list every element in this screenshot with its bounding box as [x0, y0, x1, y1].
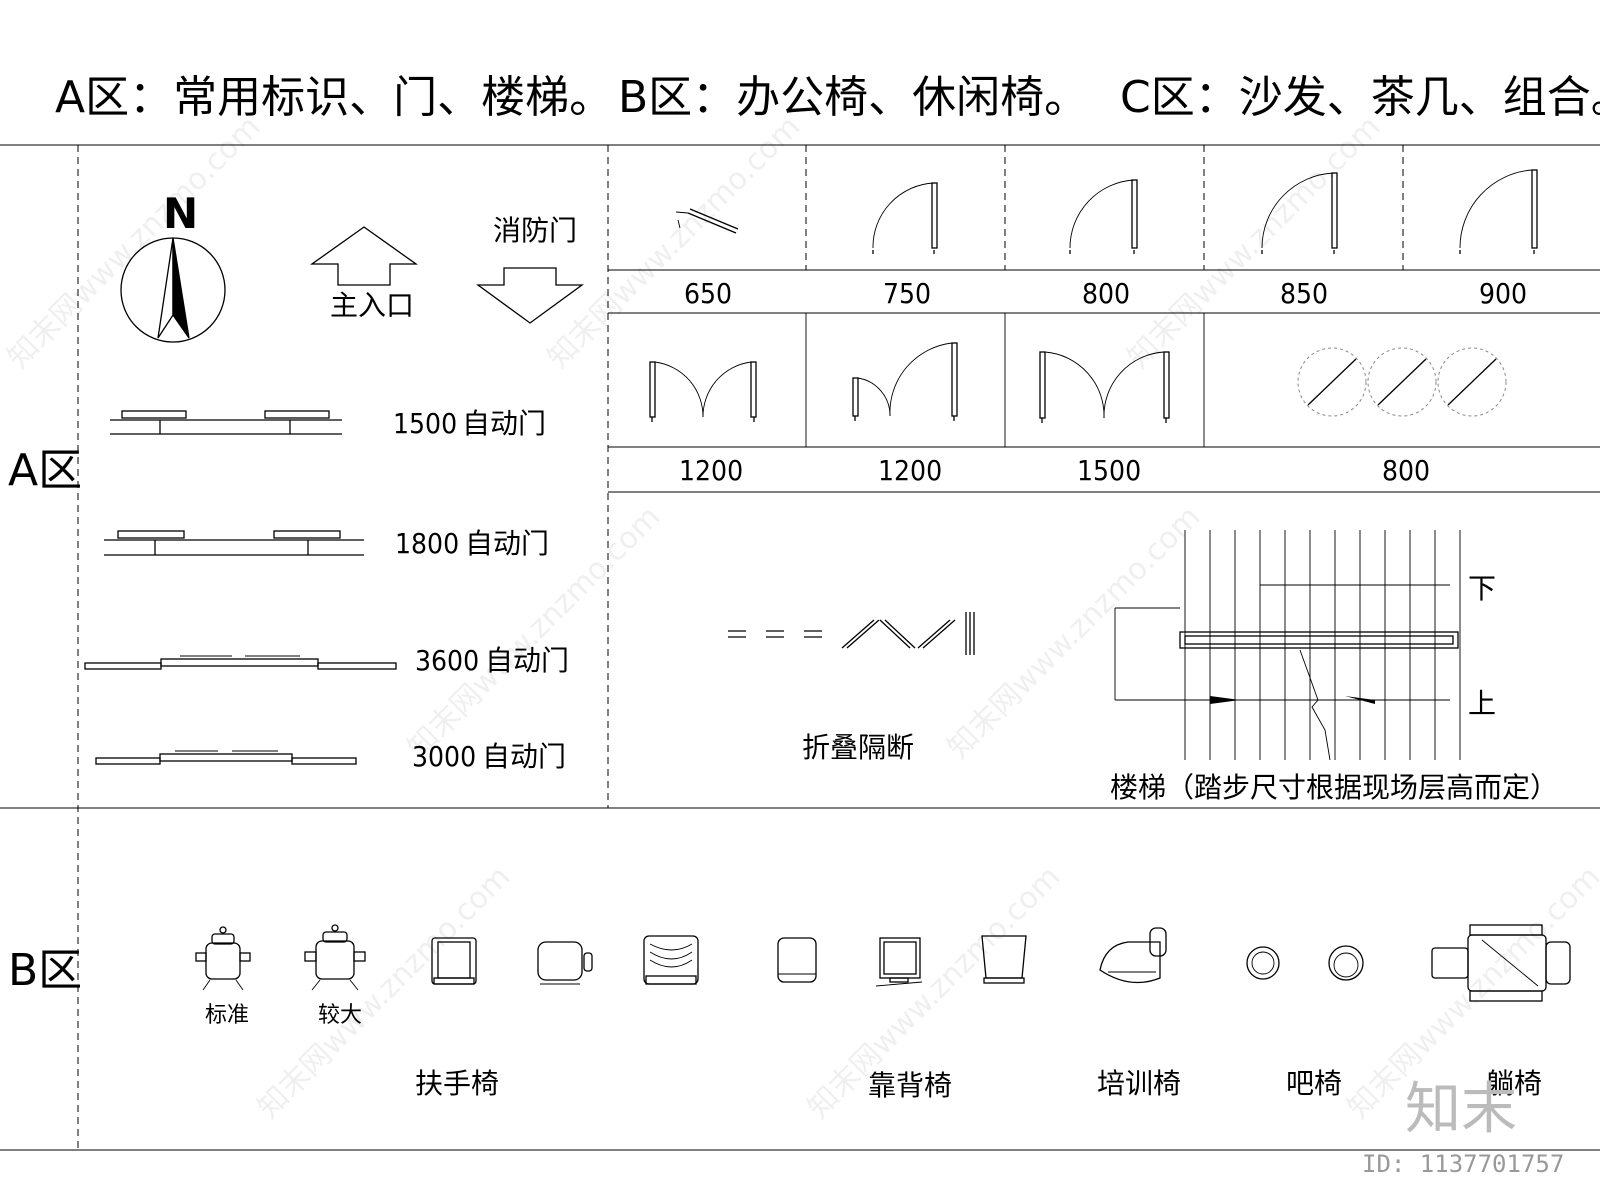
training-group-label: 培训椅 [1097, 1067, 1181, 1100]
door-width-850: 850 [1280, 277, 1328, 310]
north-compass-icon [120, 237, 226, 343]
stair-down-label: 下 [1468, 572, 1496, 605]
header-zone-a: A区：常用标识、门、楼梯。 [55, 72, 613, 123]
auto-door-3000-label: 自动门 [482, 740, 566, 773]
stair-up-label: 上 [1468, 687, 1496, 720]
watermark-text: 知末网www.znzmo.com [941, 499, 1207, 765]
backrest-chair-3-icon [981, 935, 1027, 984]
folding-partition-symbol [728, 612, 975, 655]
door-750-symbol [872, 182, 938, 254]
armchair-5-icon [643, 935, 699, 985]
backrest-chair-1-icon [777, 937, 817, 983]
auto-door-3000-symbol [95, 750, 357, 765]
auto-door-3000-size: 3000 [412, 740, 476, 773]
chair-large-label: 较大 [318, 1003, 362, 1028]
door-800-symbol [1069, 179, 1138, 254]
training-chair-icon [1099, 927, 1167, 984]
double-door-width-1200b: 1200 [878, 454, 942, 487]
watermark-text: 知末网www.znzmo.com [1121, 109, 1387, 375]
auto-door-1800-size: 1800 [395, 527, 459, 560]
door-width-750: 750 [883, 277, 931, 310]
auto-door-3600-label: 自动门 [485, 644, 569, 677]
double-door-width-1200a: 1200 [679, 454, 743, 487]
door-width-900: 900 [1479, 277, 1527, 310]
bar-group-label: 吧椅 [1286, 1067, 1342, 1100]
auto-door-3600-size: 3600 [415, 644, 479, 677]
armchair-3-icon [431, 937, 477, 985]
auto-door-1500-symbol [110, 410, 342, 435]
main-entrance-arrow-icon [309, 226, 419, 286]
header-zone-b: B区：办公椅、休闲椅。 [618, 72, 1088, 123]
double-door-1200b-symbol [852, 342, 958, 421]
double-door-width-1500: 1500 [1077, 454, 1141, 487]
side-label-zone-b: B区 [8, 945, 82, 996]
main-entrance-label: 主入口 [330, 289, 414, 322]
door-850-symbol [1261, 172, 1338, 254]
side-label-zone-a: A区 [8, 445, 82, 496]
chair-standard-label: 标准 [205, 1003, 249, 1028]
compass-north-label: N [163, 189, 198, 238]
door-650-symbol [675, 208, 739, 234]
stair-caption: 楼梯（踏步尺寸根据现场层高而定） [1110, 771, 1558, 804]
frame [0, 144, 1600, 1151]
door-width-650: 650 [684, 277, 732, 310]
brand-logo: 知末 [1405, 1077, 1517, 1142]
double-door-1500-symbol [1039, 351, 1170, 423]
auto-door-1500-size: 1500 [393, 407, 457, 440]
armchair-4-icon [537, 941, 593, 985]
door-width-800: 800 [1082, 277, 1130, 310]
fire-door-arrow-icon [476, 267, 584, 324]
backrest-chair-2-icon [875, 937, 923, 987]
lounge-group-label: 躺椅 [1486, 1067, 1542, 1100]
bar-stool-2-icon [1328, 945, 1364, 981]
double-door-1200a-symbol [649, 361, 757, 422]
door-900-symbol [1459, 169, 1538, 254]
header-zone-c: C区：沙发、茶几、组合。 [1120, 72, 1600, 123]
watermark-text: 知末网www.znzmo.com [1, 109, 267, 375]
lounge-chair-icon [1431, 924, 1571, 1002]
armchair-group-label: 扶手椅 [415, 1067, 499, 1100]
image-id-text: ID: 1137701757 [1362, 1150, 1564, 1178]
armchair-large-icon [304, 924, 366, 991]
auto-door-1500-label: 自动门 [462, 407, 546, 440]
auto-door-1800-label: 自动门 [465, 527, 549, 560]
folding-partition-label: 折叠隔断 [802, 731, 914, 764]
watermark-text: 知末网www.znzmo.com [541, 109, 807, 375]
revolving-door-width-800: 800 [1382, 454, 1430, 487]
revolving-door-800-symbol [1297, 347, 1507, 417]
backrest-group-label: 靠背椅 [868, 1069, 952, 1102]
staircase-symbol [1114, 530, 1461, 761]
auto-door-3600-symbol [84, 655, 397, 670]
bar-stool-1-icon [1246, 946, 1280, 980]
fire-door-label: 消防门 [493, 214, 577, 247]
auto-door-1800-symbol [104, 530, 364, 556]
armchair-standard-icon [195, 926, 251, 991]
